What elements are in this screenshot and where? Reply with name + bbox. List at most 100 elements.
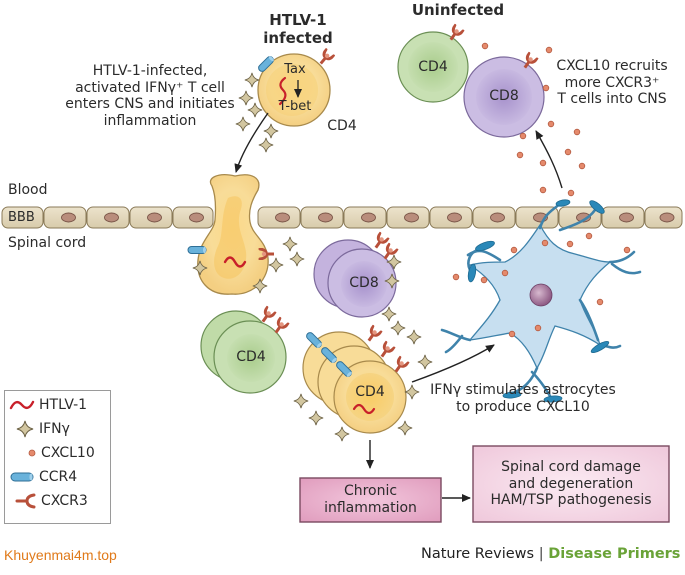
- chronic-line1: Chronic: [343, 483, 398, 500]
- recruit-line3: T cells into CNS: [557, 91, 667, 108]
- cxcl10-dot-icon: [547, 120, 555, 128]
- ifn-gamma-star-icon: [247, 102, 263, 118]
- bbb-cell-nucleus: [275, 212, 290, 223]
- cxcl10-dot-icon: [567, 189, 575, 197]
- cxcl10-dot-icon: [542, 84, 550, 92]
- entry-line3: enters CNS and initiates: [65, 96, 235, 113]
- chronic-inflammation-box: [299, 477, 442, 523]
- bbb-cell-nucleus: [189, 212, 204, 223]
- stimulation-arrow: [411, 344, 495, 383]
- damage-line2: and degeneration: [508, 475, 634, 492]
- ifn-gamma-star-icon: [244, 72, 260, 88]
- cxcl10-dot-icon: [566, 240, 574, 248]
- cxcl10-dot-icon: [623, 246, 631, 254]
- cxcl10-dot-icon: [539, 186, 547, 194]
- ifn-gamma-star-icon: [334, 426, 350, 442]
- infected-cd4-label: CD4: [327, 118, 357, 134]
- cord-cd4-infected-label: CD4: [355, 384, 385, 400]
- legend-label: CCR4: [39, 469, 78, 485]
- ccr4-receptor-icon: [10, 472, 34, 482]
- entry-line4: inflammation: [103, 112, 197, 129]
- spinal-damage-box: [472, 445, 670, 523]
- cord-cd4-uninfected-cells: [200, 305, 290, 394]
- infected-heading-line2: infected: [263, 28, 333, 47]
- recruit-line2: more CXCR3⁺: [564, 74, 660, 91]
- infected-heading-line1: HTLV-1: [269, 11, 327, 29]
- legend-item-ccr4: CCR4: [9, 466, 77, 488]
- ifn-gamma-star-icon: [417, 354, 433, 370]
- ifn-gamma-star-icon: [238, 90, 254, 106]
- bbb-cell-nucleus: [490, 212, 505, 223]
- cxcl10-dot-icon: [585, 232, 593, 240]
- bbb-label: BBB: [8, 210, 35, 225]
- legend-label: HTLV-1: [39, 397, 88, 413]
- cord-cd8-cells: [313, 231, 399, 318]
- bbb-cell-nucleus: [619, 212, 634, 223]
- recruit-line1: CXCL10 recruits: [556, 58, 668, 74]
- uninfected-heading: Uninfected: [411, 1, 505, 19]
- legend-item-htlv1: HTLV-1: [9, 394, 87, 416]
- ifn-gamma-star-icon: [282, 236, 298, 252]
- cxcl10-dot-icon: [452, 273, 460, 281]
- ifn-gamma-star-icon: [404, 384, 420, 400]
- journal-credit: Nature Reviews | Disease Primers: [421, 546, 680, 562]
- legend-label: CXCL10: [41, 445, 95, 461]
- infected-heading: HTLV-1 infected: [248, 11, 348, 47]
- cxcr3-receptor-icon: [363, 324, 383, 345]
- watermark: Khuyenmai4m.top: [4, 547, 117, 563]
- cxcl10-dot-icon: [480, 276, 488, 284]
- ifn-gamma-star-icon: [263, 123, 279, 139]
- ifn-gamma-star-icon: [289, 251, 305, 267]
- bbb-cell-nucleus: [61, 212, 76, 223]
- bbb-cell-nucleus: [147, 212, 162, 223]
- cxcl10-dot-icon: [516, 151, 524, 159]
- bbb-cell-nucleus: [318, 212, 333, 223]
- cxcl10-dot-icon: [541, 239, 549, 247]
- cxcl10-dot-icon: [578, 162, 586, 170]
- ifn-gamma-star-icon: [16, 420, 34, 438]
- cord-cd4-green-label: CD4: [236, 349, 266, 365]
- entry-arrow: [234, 112, 269, 173]
- blood-brain-barrier: [1, 206, 683, 229]
- cxcl10-dot-icon: [28, 449, 36, 457]
- entry-annotation: HTLV-1-infected, activated IFNγ⁺ T cell …: [60, 63, 240, 129]
- bbb-endothelial-cell: [1, 206, 44, 229]
- credit-separator: |: [538, 546, 544, 562]
- ifn-gamma-star-icon: [293, 393, 309, 409]
- infected-cd4-cell-blood: [256, 48, 336, 127]
- cxcl10-dot-icon: [545, 46, 553, 54]
- blood-label: Blood: [8, 182, 48, 198]
- series-name: Disease Primers: [548, 546, 681, 562]
- cxcl10-dot-icon: [564, 148, 572, 156]
- spinal-cord-label: Spinal cord: [8, 235, 87, 251]
- astrocyte-nucleus: [529, 283, 553, 307]
- cxcl10-dot-icon: [501, 269, 509, 277]
- ifn-gamma-star-icon: [268, 257, 284, 273]
- journal-name: Nature Reviews: [421, 546, 535, 562]
- uninfected-cd8-label: CD8: [489, 88, 519, 104]
- uninfected-cd8-cell: [463, 51, 545, 138]
- ifn-gamma-star-icon: [308, 410, 324, 426]
- bbb-cell-nucleus: [447, 212, 462, 223]
- tbet-label: T-bet: [278, 99, 312, 114]
- cxcl10-dot-icon: [573, 128, 581, 136]
- cxcl10-dot-icon: [519, 132, 527, 140]
- chronic-line2: inflammation: [324, 500, 417, 516]
- entry-line2: activated IFNγ⁺ T cell: [75, 79, 225, 96]
- legend-item-cxcl10: CXCL10: [27, 442, 95, 464]
- htlv1-virus-icon: [352, 403, 376, 415]
- extravasating-infected-cell: [187, 174, 274, 295]
- cxcl10-dot-icon: [510, 246, 518, 254]
- cxcl10-dot-icon: [534, 324, 542, 332]
- cxcl10-dot-icon: [596, 298, 604, 306]
- damage-line3: HAM/TSP pathogenesis: [490, 492, 652, 509]
- tax-label: Tax: [284, 62, 306, 77]
- htlv1-virus-icon: [9, 400, 35, 410]
- ifn-gamma-star-icon: [390, 320, 406, 336]
- cxcl10-dot-icon: [481, 42, 489, 50]
- legend-label: CXCR3: [41, 493, 88, 509]
- uninfected-cd4-cell: [397, 23, 469, 103]
- entry-line1: HTLV-1-infected,: [92, 63, 208, 79]
- htlv1-virus-icon: [278, 76, 287, 106]
